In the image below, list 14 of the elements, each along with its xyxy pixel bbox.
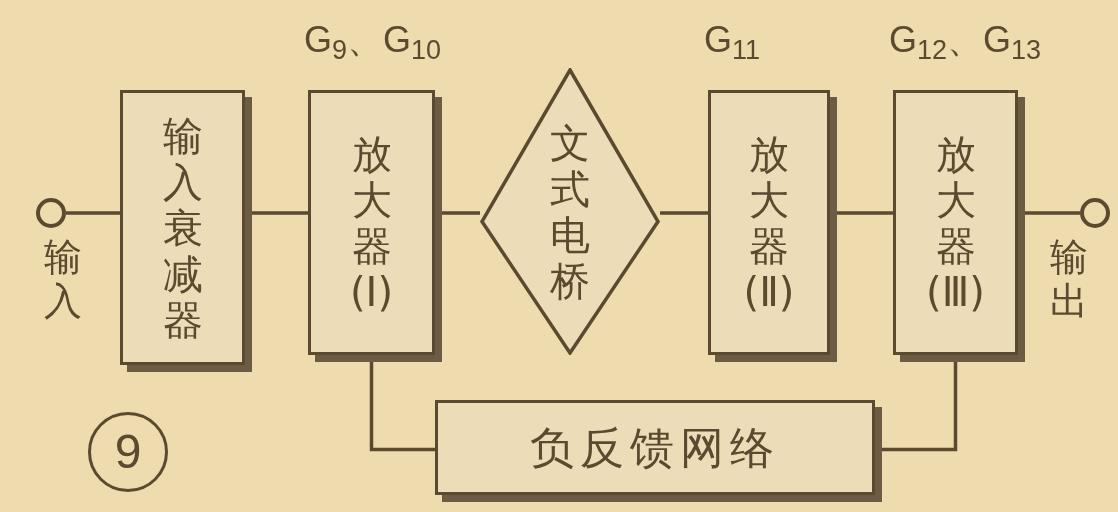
- box-label: 输入衰减器: [161, 112, 204, 343]
- device-label: G$_{12}$、G$_{13}$: [889, 22, 1042, 58]
- terminal-label: 输出: [1050, 236, 1088, 324]
- figure-number: 9: [88, 412, 168, 492]
- box-label: 放大器(Ⅱ): [742, 130, 796, 315]
- box-label: 负反馈网络: [530, 420, 780, 475]
- connector-line: [66, 211, 120, 215]
- box-label: 文式电桥: [549, 119, 591, 304]
- box-label: 放大器(Ⅲ): [925, 130, 986, 315]
- device-label: G$_{11}$: [704, 22, 761, 58]
- device-label: G$_{9}$、G$_{10}$: [304, 22, 442, 58]
- connector-line: [660, 211, 708, 215]
- terminal-label: 输入: [44, 236, 82, 324]
- box-label: 放大器(Ⅰ): [349, 130, 394, 315]
